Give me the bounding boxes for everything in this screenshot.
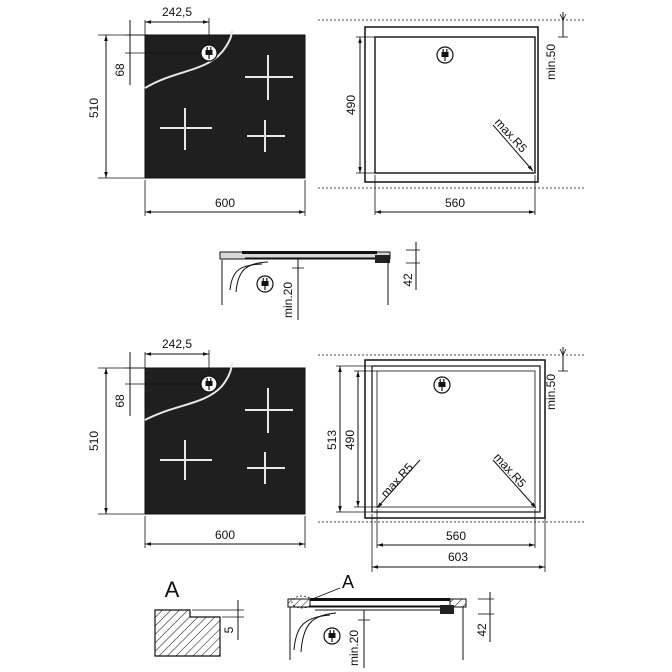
- dim-min-below: min.20: [347, 630, 361, 666]
- dim-height: 510: [87, 431, 101, 451]
- plug-icon: [200, 44, 218, 62]
- outer-cutout: [371, 365, 541, 513]
- side-section-1: min.20 42: [219, 242, 420, 320]
- cooking-zone-marks: [160, 55, 293, 152]
- dim-min-below: min.20: [281, 282, 295, 318]
- dim-plug-offset: 68: [113, 394, 127, 408]
- cutout-view-2: max.R5 max.R5 513 490 min.50 560 603: [318, 347, 585, 572]
- dim-min-gap: min.50: [544, 374, 558, 410]
- dim-thickness: 42: [475, 623, 489, 637]
- section-label: A: [342, 572, 354, 592]
- hob-surface: [144, 34, 306, 179]
- cooking-zone-marks: [160, 388, 293, 484]
- inner-cutout: [376, 370, 536, 508]
- plug-icon: [436, 46, 454, 64]
- detail-a: A 5: [154, 577, 244, 657]
- dim-cut-height: 490: [343, 430, 357, 450]
- hatched-section: [154, 609, 221, 657]
- dim-outer-height: 513: [325, 430, 339, 450]
- dim-cut-height: 490: [344, 95, 358, 115]
- dim-width: 600: [215, 196, 235, 210]
- hob-top-view-1: 242,5 68 510 600: [87, 5, 306, 216]
- dim-plug-offset: 68: [113, 63, 127, 77]
- plug-icon: [256, 275, 274, 293]
- plug-icon: [433, 376, 451, 394]
- hob-top-view-2: 242,5 68 510 600: [87, 337, 306, 548]
- dim-depth: 5: [222, 626, 236, 633]
- detail-label: A: [165, 577, 180, 602]
- dim-height: 510: [87, 98, 101, 118]
- plug-icon: [323, 627, 341, 645]
- dim-cut-width: 560: [446, 529, 466, 543]
- cutout: [374, 36, 536, 174]
- dim-thickness: 42: [401, 273, 415, 287]
- dim-outer-width: 603: [448, 550, 468, 564]
- dim-min-gap: min.50: [544, 44, 558, 80]
- dim-width: 600: [215, 528, 235, 542]
- side-section-2: A min.20 42: [287, 572, 494, 668]
- dim-offset: 242,5: [162, 5, 192, 19]
- hob-surface: [144, 367, 306, 515]
- dim-cut-width: 560: [445, 196, 465, 210]
- cutout-view-1: max.R5 490 min.50 560: [318, 12, 585, 215]
- plug-icon: [200, 375, 218, 393]
- dim-offset: 242,5: [162, 337, 192, 351]
